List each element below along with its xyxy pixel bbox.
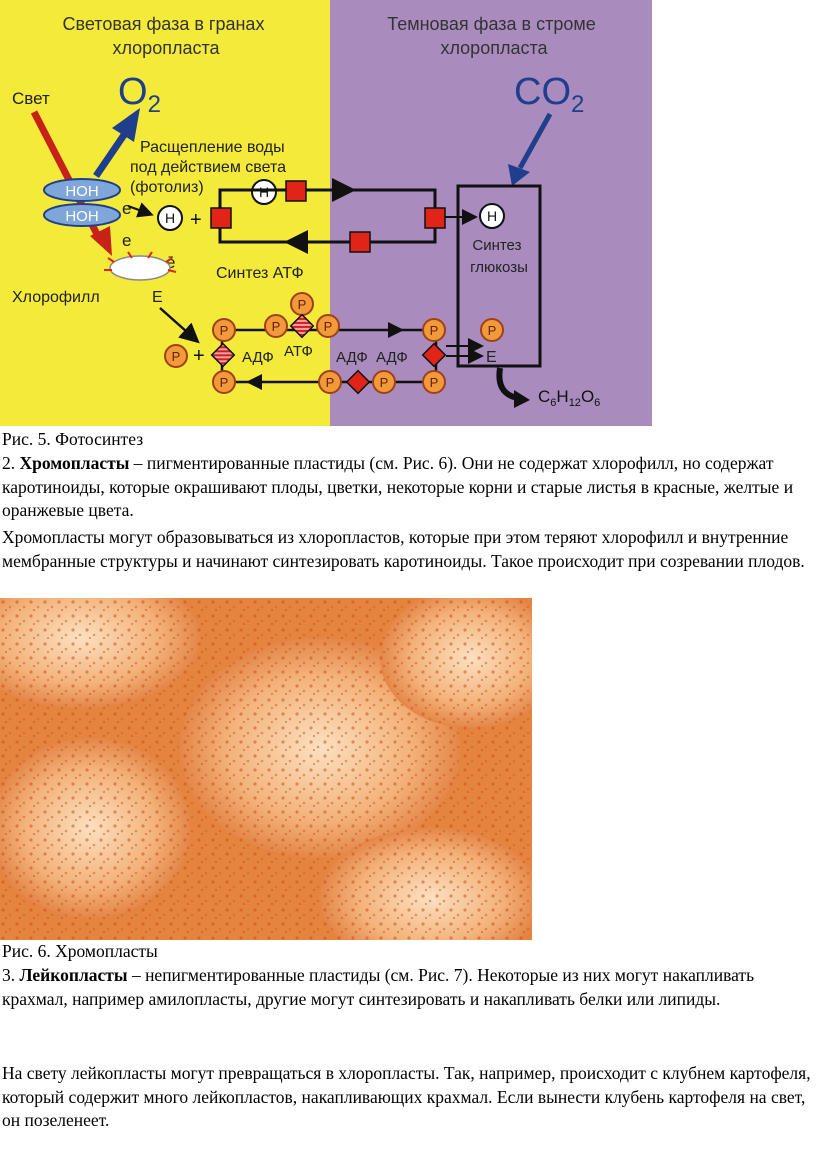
phosphate-circle: P [290,292,314,316]
phosphate-circle: P [422,318,446,342]
energy-label: E [152,289,163,306]
leucoplasts-definition: – непигментированные пластиды (см. Рис. … [2,965,755,1009]
phosphate-circle: P [422,370,446,394]
leucoplasts-term: Лейкопласты [19,965,128,985]
svg-text:P: P [380,375,389,390]
figure-6-caption: Рис. 6. Хромопласты [2,941,158,961]
glucose-synthesis-box [456,184,542,368]
chromoplasts-paragraph: 2. Хромопласты – пигментированные пласти… [2,452,814,523]
svg-text:P: P [324,319,333,334]
chromoplasts-term: Хромопласты [19,453,130,473]
leucoplasts-paragraph: 3. Лейкопласты – непигментированные плас… [2,964,814,1011]
carrier-square [424,207,446,229]
chlorophyll-label: Хлорофилл [12,289,100,306]
phosphate-circle: P [164,344,188,368]
light-phase-title: Световая фаза в гранах хлоропласта [63,14,270,58]
photosynthesis-diagram: Световая фаза в гранах хлоропласта Темно… [0,0,652,426]
hydrogen-ion: H [479,203,505,229]
glucose-synthesis-label: Синтез глюкозы [470,237,528,276]
electron-label: e [122,199,131,218]
svg-text:H: H [487,208,497,224]
item-number: 2. [2,453,16,473]
phosphate-circle: P [318,370,342,394]
electron-label: e [122,231,131,250]
svg-text:HOH: HOH [65,208,98,225]
carrier-square [285,180,307,202]
phosphate-circle: P [372,370,396,394]
adp-diamond [345,369,371,395]
figure-5-caption: Рис. 5. Фотосинтез [2,429,144,449]
atp-label: АТФ [284,343,313,360]
svg-text:P: P [326,375,335,390]
photolysis-label: Расщепление воды под действием света (фо… [130,139,290,196]
hydrogen-ion: H [251,179,277,205]
carrier-square [349,231,371,253]
item-number: 3. [2,965,16,985]
energy-label: E [486,349,497,366]
o2-label: O2 [118,71,161,118]
svg-text:P: P [430,375,439,390]
o2-arrow [93,130,129,178]
chromoplast-origin-paragraph: Хромопласты могут образовываться из хлор… [2,527,805,571]
phosphate-circle: P [480,318,504,342]
svg-text:P: P [298,297,307,312]
adp-label: АДФ [242,349,274,366]
co2-label: CO2 [514,71,584,118]
svg-text:P: P [220,375,229,390]
water-molecule: HOH [43,203,121,227]
chromoplasts-micrograph [0,598,532,940]
atp-diamond [289,313,315,339]
electron-minus-label: ē [166,253,175,272]
svg-text:P: P [488,323,497,338]
hydrogen-ion: H [157,205,183,231]
light-label: Свет [12,89,50,108]
phosphate-circle: P [316,314,340,338]
atp-synthesis-label: Синтез АТФ [216,265,304,282]
co2-arrow [517,112,553,170]
phosphate-circle: P [212,370,236,394]
svg-text:+: + [190,209,202,231]
phosphate-circle: P [264,314,288,338]
svg-text:P: P [272,319,281,334]
dark-phase-title: Темновая фаза в строме хлоропласта [387,14,601,58]
adp-label: АДФ [336,349,368,366]
adp-diamond [210,342,236,368]
svg-text:H: H [165,210,175,226]
svg-text:P: P [172,349,181,364]
svg-text:HOH: HOH [65,183,98,200]
svg-text:P: P [220,323,229,338]
leucoplast-conversion-paragraph: На свету лейкопласты могут превращаться … [2,1063,811,1130]
water-molecule: HOH [43,178,121,202]
phosphate-circle: P [212,318,236,342]
carrier-square [210,207,232,229]
adp-label: АДФ [376,349,408,366]
svg-text:+: + [193,345,205,367]
glucose-formula: C6H12O6 [538,387,600,409]
svg-text:P: P [430,323,439,338]
chlorophyll-molecule [104,251,177,281]
svg-text:H: H [259,184,269,200]
chromoplasts-definition: – пигментированные пластиды (см. Рис. 6)… [2,453,794,520]
adp-diamond [421,342,447,368]
